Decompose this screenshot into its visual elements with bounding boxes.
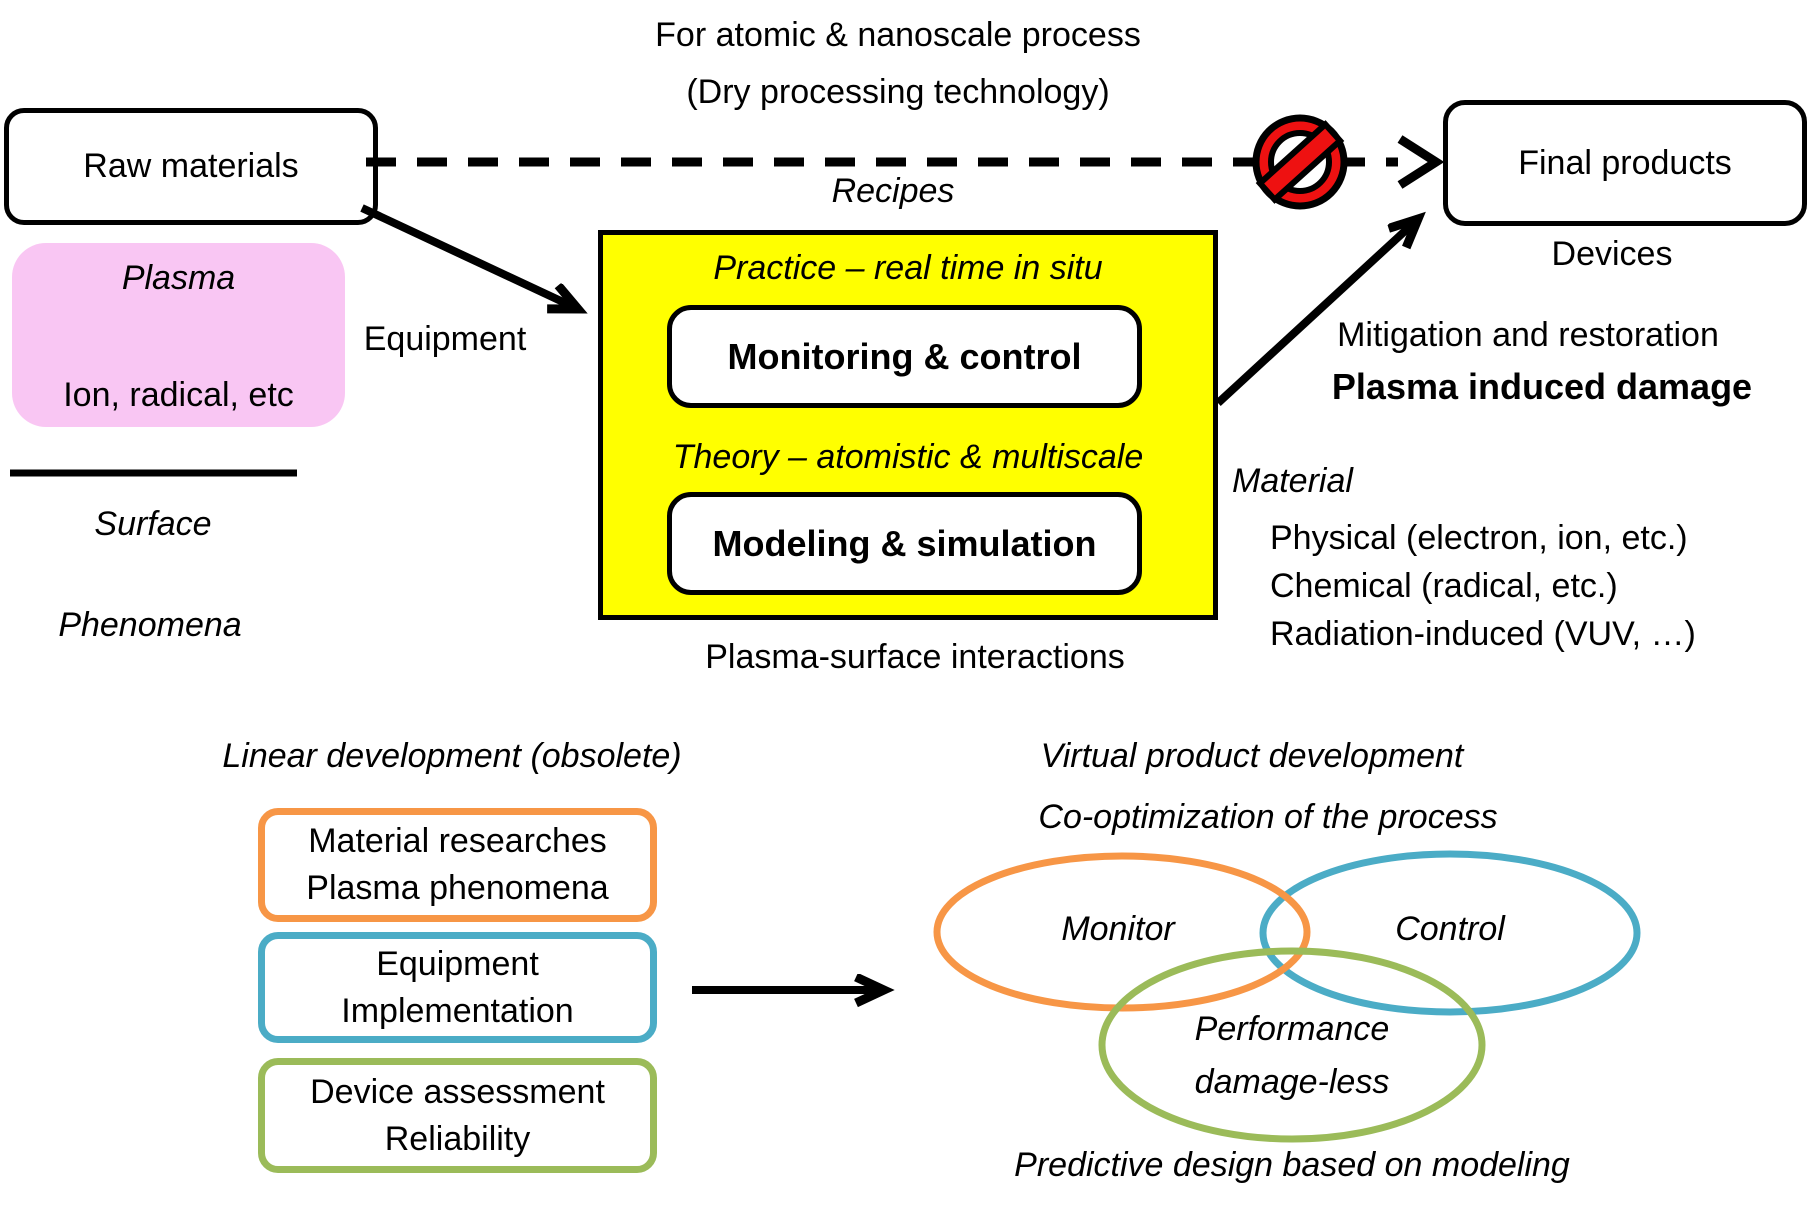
virtual-title-line1: Virtual product development xyxy=(1040,737,1464,775)
mitigation-label: Mitigation and restoration xyxy=(1337,316,1719,354)
plasma-surface-caption: Plasma-surface interactions xyxy=(705,638,1125,676)
venn-performance-label-line1: Performance xyxy=(1194,1010,1390,1048)
recipes-dashed-arrow xyxy=(366,135,1445,189)
monitoring-box: Monitoring & control xyxy=(667,305,1142,408)
modeling-box: Modeling & simulation xyxy=(667,492,1142,595)
venn-monitor-label: Monitor xyxy=(1061,910,1175,948)
process-note-line1: For atomic & nanoscale process xyxy=(655,16,1141,54)
raw-materials-label: Raw materials xyxy=(83,147,299,185)
raw-materials-box: Raw materials xyxy=(4,108,378,225)
prohibition-icon xyxy=(1252,114,1348,210)
practice-label: Practice – real time in situ xyxy=(713,249,1103,287)
device-assessment-line2: Reliability xyxy=(384,1119,531,1158)
core-box: Practice – real time in situ Monitoring … xyxy=(598,230,1218,620)
final-products-label: Final products xyxy=(1518,143,1732,182)
plasma-panel: Plasma Ion, radical, etc xyxy=(12,243,345,427)
surface-label: Surface xyxy=(94,505,212,543)
damage-type-chemical: Chemical (radical, etc.) xyxy=(1270,567,1618,605)
equipment-arrow xyxy=(360,204,578,309)
equipment-implementation-line1: Equipment xyxy=(376,944,539,983)
material-researches-line2: Plasma phenomena xyxy=(306,869,609,907)
damage-type-radiation: Radiation-induced (VUV, …) xyxy=(1270,615,1696,653)
venn-performance-label-line2: damage-less xyxy=(1194,1063,1390,1101)
mitigation-arrow xyxy=(1215,219,1418,406)
damage-type-physical: Physical (electron, ion, etc.) xyxy=(1270,519,1688,557)
equipment-label: Equipment xyxy=(363,320,527,358)
equipment-implementation-box: Equipment Implementation xyxy=(258,932,657,1043)
venn-control-label: Control xyxy=(1395,910,1505,948)
device-assessment-line1: Device assessment xyxy=(310,1072,605,1111)
theory-label: Theory – atomistic & multiscale xyxy=(672,438,1144,476)
monitoring-label: Monitoring & control xyxy=(727,335,1082,377)
devices-label: Devices xyxy=(1551,235,1673,273)
virtual-title-line2: Co-optimization of the process xyxy=(1038,798,1498,836)
plasma-title: Plasma xyxy=(121,259,236,297)
equipment-implementation-line2: Implementation xyxy=(341,991,574,1030)
modeling-label: Modeling & simulation xyxy=(712,522,1097,564)
final-products-box: Final products xyxy=(1443,100,1807,226)
material-researches-line1: Material researches xyxy=(308,822,607,860)
predictive-caption: Predictive design based on modeling xyxy=(1014,1146,1570,1184)
venn-control-ellipse xyxy=(1259,850,1641,1016)
recipes-label: Recipes xyxy=(831,172,955,210)
linear-title: Linear development (obsolete) xyxy=(222,737,682,775)
process-note-line2: (Dry processing technology) xyxy=(686,73,1110,111)
phenomena-label: Phenomena xyxy=(58,606,242,644)
damage-label: Plasma induced damage xyxy=(1331,366,1753,407)
material-researches-box: Material researches Plasma phenomena xyxy=(258,808,657,922)
device-assessment-box: Device assessment Reliability xyxy=(258,1058,657,1173)
material-label: Material xyxy=(1232,462,1353,500)
venn-performance-ellipse xyxy=(1098,947,1486,1143)
plasma-subtitle: Ion, radical, etc xyxy=(63,376,294,414)
